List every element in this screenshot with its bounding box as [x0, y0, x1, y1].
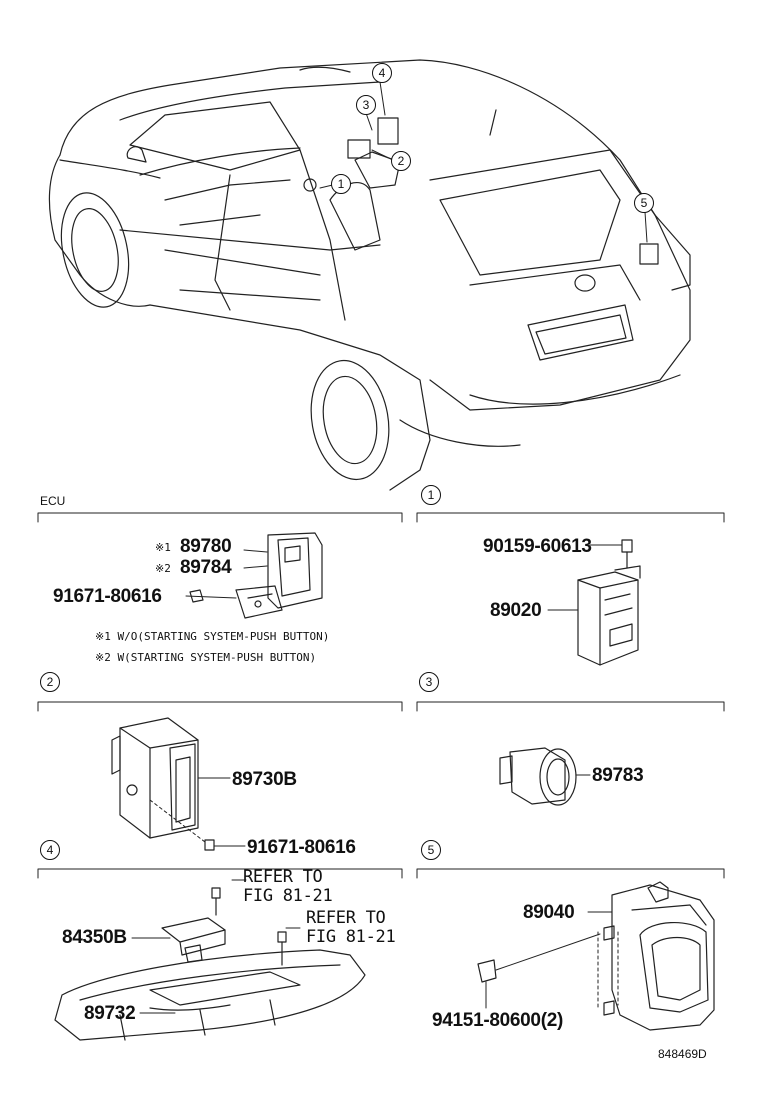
- sec5-nut: 94151-80600(2): [432, 1010, 564, 1031]
- callout-3: 3: [356, 95, 376, 115]
- ecu-section-title: ECU: [40, 494, 66, 508]
- ecu-part-89784: 89784: [180, 557, 232, 578]
- ecu-note-2: ※2 W(STARTING SYSTEM-PUSH BUTTON): [95, 651, 317, 664]
- car-illustration: [48, 59, 691, 491]
- callout-4: 4: [372, 63, 392, 83]
- sec4-part-89732: 89732: [84, 1003, 136, 1024]
- ecu-part-89780: 89780: [180, 536, 232, 557]
- ecu-note-1: ※1 W/O(STARTING SYSTEM-PUSH BUTTON): [95, 630, 330, 643]
- callout-1: 1: [331, 174, 351, 194]
- ecu-mark-1: ※1: [155, 541, 171, 554]
- sec2-bolt: 91671-80616: [247, 837, 356, 858]
- section-2-number: 2: [40, 672, 60, 692]
- section-5-number: 5: [421, 840, 441, 860]
- sec2-part-89730b: 89730B: [232, 769, 297, 790]
- section-1-number: 1: [421, 485, 441, 505]
- section3-illustration: [499, 747, 591, 806]
- sec4-refer-b-line2: FIG 81-21: [306, 927, 396, 947]
- sec1-part-89020: 89020: [490, 600, 542, 621]
- section2-illustration: [111, 717, 246, 851]
- ecu-bolt: 91671-80616: [53, 586, 162, 607]
- sec3-part-89783: 89783: [592, 765, 644, 786]
- sec4-refer-b-line1: REFER TO: [306, 908, 386, 928]
- callout-2: 2: [391, 151, 411, 171]
- ecu-illustration: [185, 532, 323, 619]
- section5-illustration: [477, 881, 715, 1031]
- section-3-number: 3: [419, 672, 439, 692]
- section-brackets: [37, 512, 725, 879]
- diagram-code: 848469D: [658, 1047, 707, 1061]
- section4-illustration: [54, 879, 366, 1041]
- sec5-part-89040: 89040: [523, 902, 575, 923]
- sec1-bolt: 90159-60613: [483, 536, 592, 557]
- sec4-refer-a-line1: REFER TO: [243, 867, 323, 887]
- section-4-number: 4: [40, 840, 60, 860]
- ecu-mark-2: ※2: [155, 562, 171, 575]
- callout-5: 5: [634, 193, 654, 213]
- section1-illustration: [547, 539, 641, 666]
- sec4-refer-a-line2: FIG 81-21: [243, 886, 333, 906]
- sec4-part-84350b: 84350B: [62, 927, 127, 948]
